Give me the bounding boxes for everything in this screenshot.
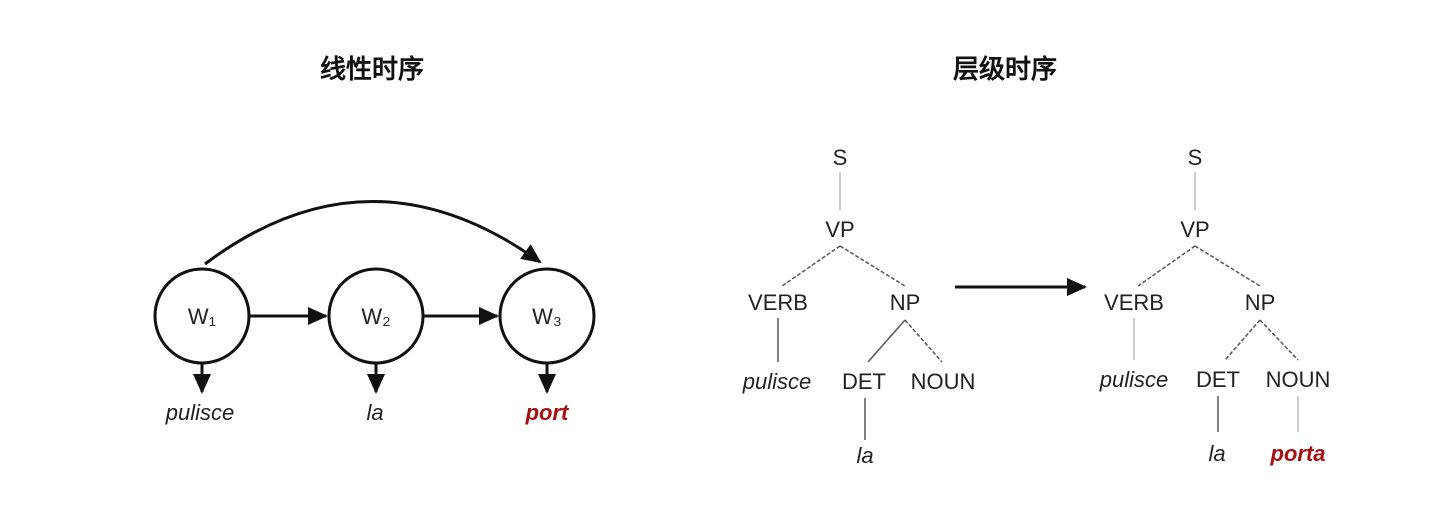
tree-node-s: S [1188, 145, 1203, 170]
tree-node-verb: VERB [748, 290, 808, 315]
tree-before: S VP VERB NP pulisce DET NOUN la [742, 145, 976, 468]
tree-after: S VP VERB NP pulisce DET NOUN la porta [1099, 145, 1331, 466]
node-w3-label: W₃ [532, 304, 562, 329]
word-port: port [525, 400, 570, 425]
tree-word-pulisce: pulisce [742, 369, 811, 394]
linear-diagram: W₁ W₂ W₃ pulisce la port [153, 200, 596, 425]
tree-node-verb: VERB [1104, 290, 1164, 315]
tree-node-vp: VP [1180, 217, 1209, 242]
tree-node-noun: NOUN [911, 369, 976, 394]
tree-word-pulisce: pulisce [1099, 367, 1168, 392]
tree-word-porta: porta [1270, 441, 1326, 466]
tree-node-det: DET [1196, 367, 1240, 392]
tree-node-s: S [833, 145, 848, 170]
tree-node-vp: VP [825, 217, 854, 242]
word-la: la [366, 400, 383, 425]
tree-word-la: la [1208, 441, 1225, 466]
word-pulisce: pulisce [165, 400, 234, 425]
title-hierarchical: 层级时序 [953, 54, 1057, 85]
tree-node-np: NP [890, 290, 921, 315]
tree-node-det: DET [842, 369, 886, 394]
skip-arrow [204, 200, 542, 266]
node-w1-label: W₁ [188, 304, 216, 329]
node-w2-label: W₂ [361, 304, 390, 329]
title-linear: 线性时序 [320, 54, 424, 85]
tree-node-np: NP [1245, 290, 1276, 315]
tree-word-la: la [856, 443, 873, 468]
tree-node-noun: NOUN [1266, 367, 1331, 392]
